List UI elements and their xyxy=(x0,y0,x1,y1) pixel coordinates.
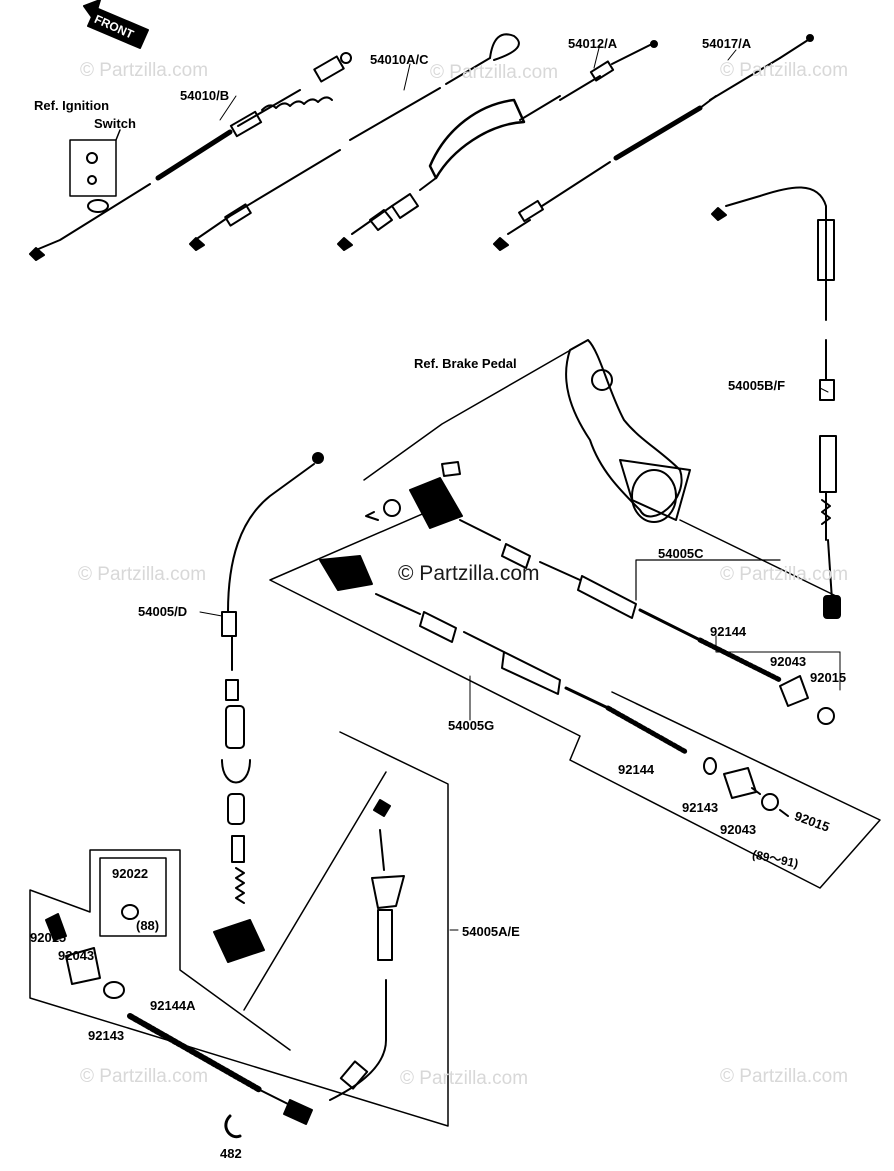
watermark: © Partzilla.com xyxy=(430,62,559,83)
part-label-92043-c: 92043 xyxy=(58,948,95,963)
part-label-92015-c: 92015 xyxy=(30,930,67,945)
part-label-92043-a: 92043 xyxy=(770,654,807,669)
part-label-54010ac: 54010A/C xyxy=(370,52,429,67)
part-label-92143-b: 92143 xyxy=(88,1028,125,1043)
part-label-92144a: 92144A xyxy=(150,998,196,1013)
watermark: © Partzilla.com xyxy=(80,1066,209,1087)
part-label-92043-b: 92043 xyxy=(720,822,757,837)
ref-ignition-label: Ref. Ignition xyxy=(34,98,110,113)
watermark-center: © Partzilla.com xyxy=(398,562,540,585)
cable-54005d xyxy=(213,452,324,963)
cable-54005bf xyxy=(711,186,841,619)
cable-54010b xyxy=(29,52,352,261)
part-label-92144-a: 92144 xyxy=(710,624,747,639)
watermark: © Partzilla.com xyxy=(78,564,207,585)
part-label-54012a: 54012/A xyxy=(568,36,618,51)
part-label-54005d: 54005/D xyxy=(138,604,188,619)
front-arrow-icon xyxy=(83,0,149,49)
cable-54010ac xyxy=(337,33,561,251)
leader-lines xyxy=(199,43,841,931)
part-label-482: 482 xyxy=(220,1146,242,1161)
brake-pedal-ref xyxy=(363,339,837,683)
ignition-switch-ref xyxy=(69,129,121,213)
part-label-92143-a: 92143 xyxy=(682,800,719,815)
panel-54005ae xyxy=(29,731,449,1139)
part-label-92022: 92022 xyxy=(112,866,149,881)
washer-92022 xyxy=(99,857,167,937)
part-label-54005bf: 54005B/F xyxy=(728,378,786,393)
watermark: © Partzilla.com xyxy=(720,60,849,81)
watermark: © Partzilla.com xyxy=(720,1066,849,1087)
part-label-54005c: 54005C xyxy=(658,546,704,561)
cable-54017a xyxy=(613,34,814,161)
cable-54012a xyxy=(493,40,658,251)
part-label-54010b: 54010/B xyxy=(180,88,230,103)
part-label-54017a: 54017/A xyxy=(702,36,752,51)
part-label-92144-b: 92144 xyxy=(618,762,655,777)
panel-54005g xyxy=(269,501,881,889)
ref-ignition-switch-label: Switch xyxy=(94,116,136,131)
part-label-92015-a: 92015 xyxy=(810,670,847,685)
model-year-88-label: (88) xyxy=(136,918,160,933)
ref-brake-pedal-label: Ref. Brake Pedal xyxy=(414,356,517,371)
watermark: © Partzilla.com xyxy=(720,564,849,585)
part-label-54005g: 54005G xyxy=(448,718,495,733)
part-label-54005ae: 54005A/E xyxy=(462,924,520,939)
watermark: © Partzilla.com xyxy=(400,1068,529,1089)
watermark: © Partzilla.com xyxy=(80,60,209,81)
parts-54005c xyxy=(635,559,835,725)
